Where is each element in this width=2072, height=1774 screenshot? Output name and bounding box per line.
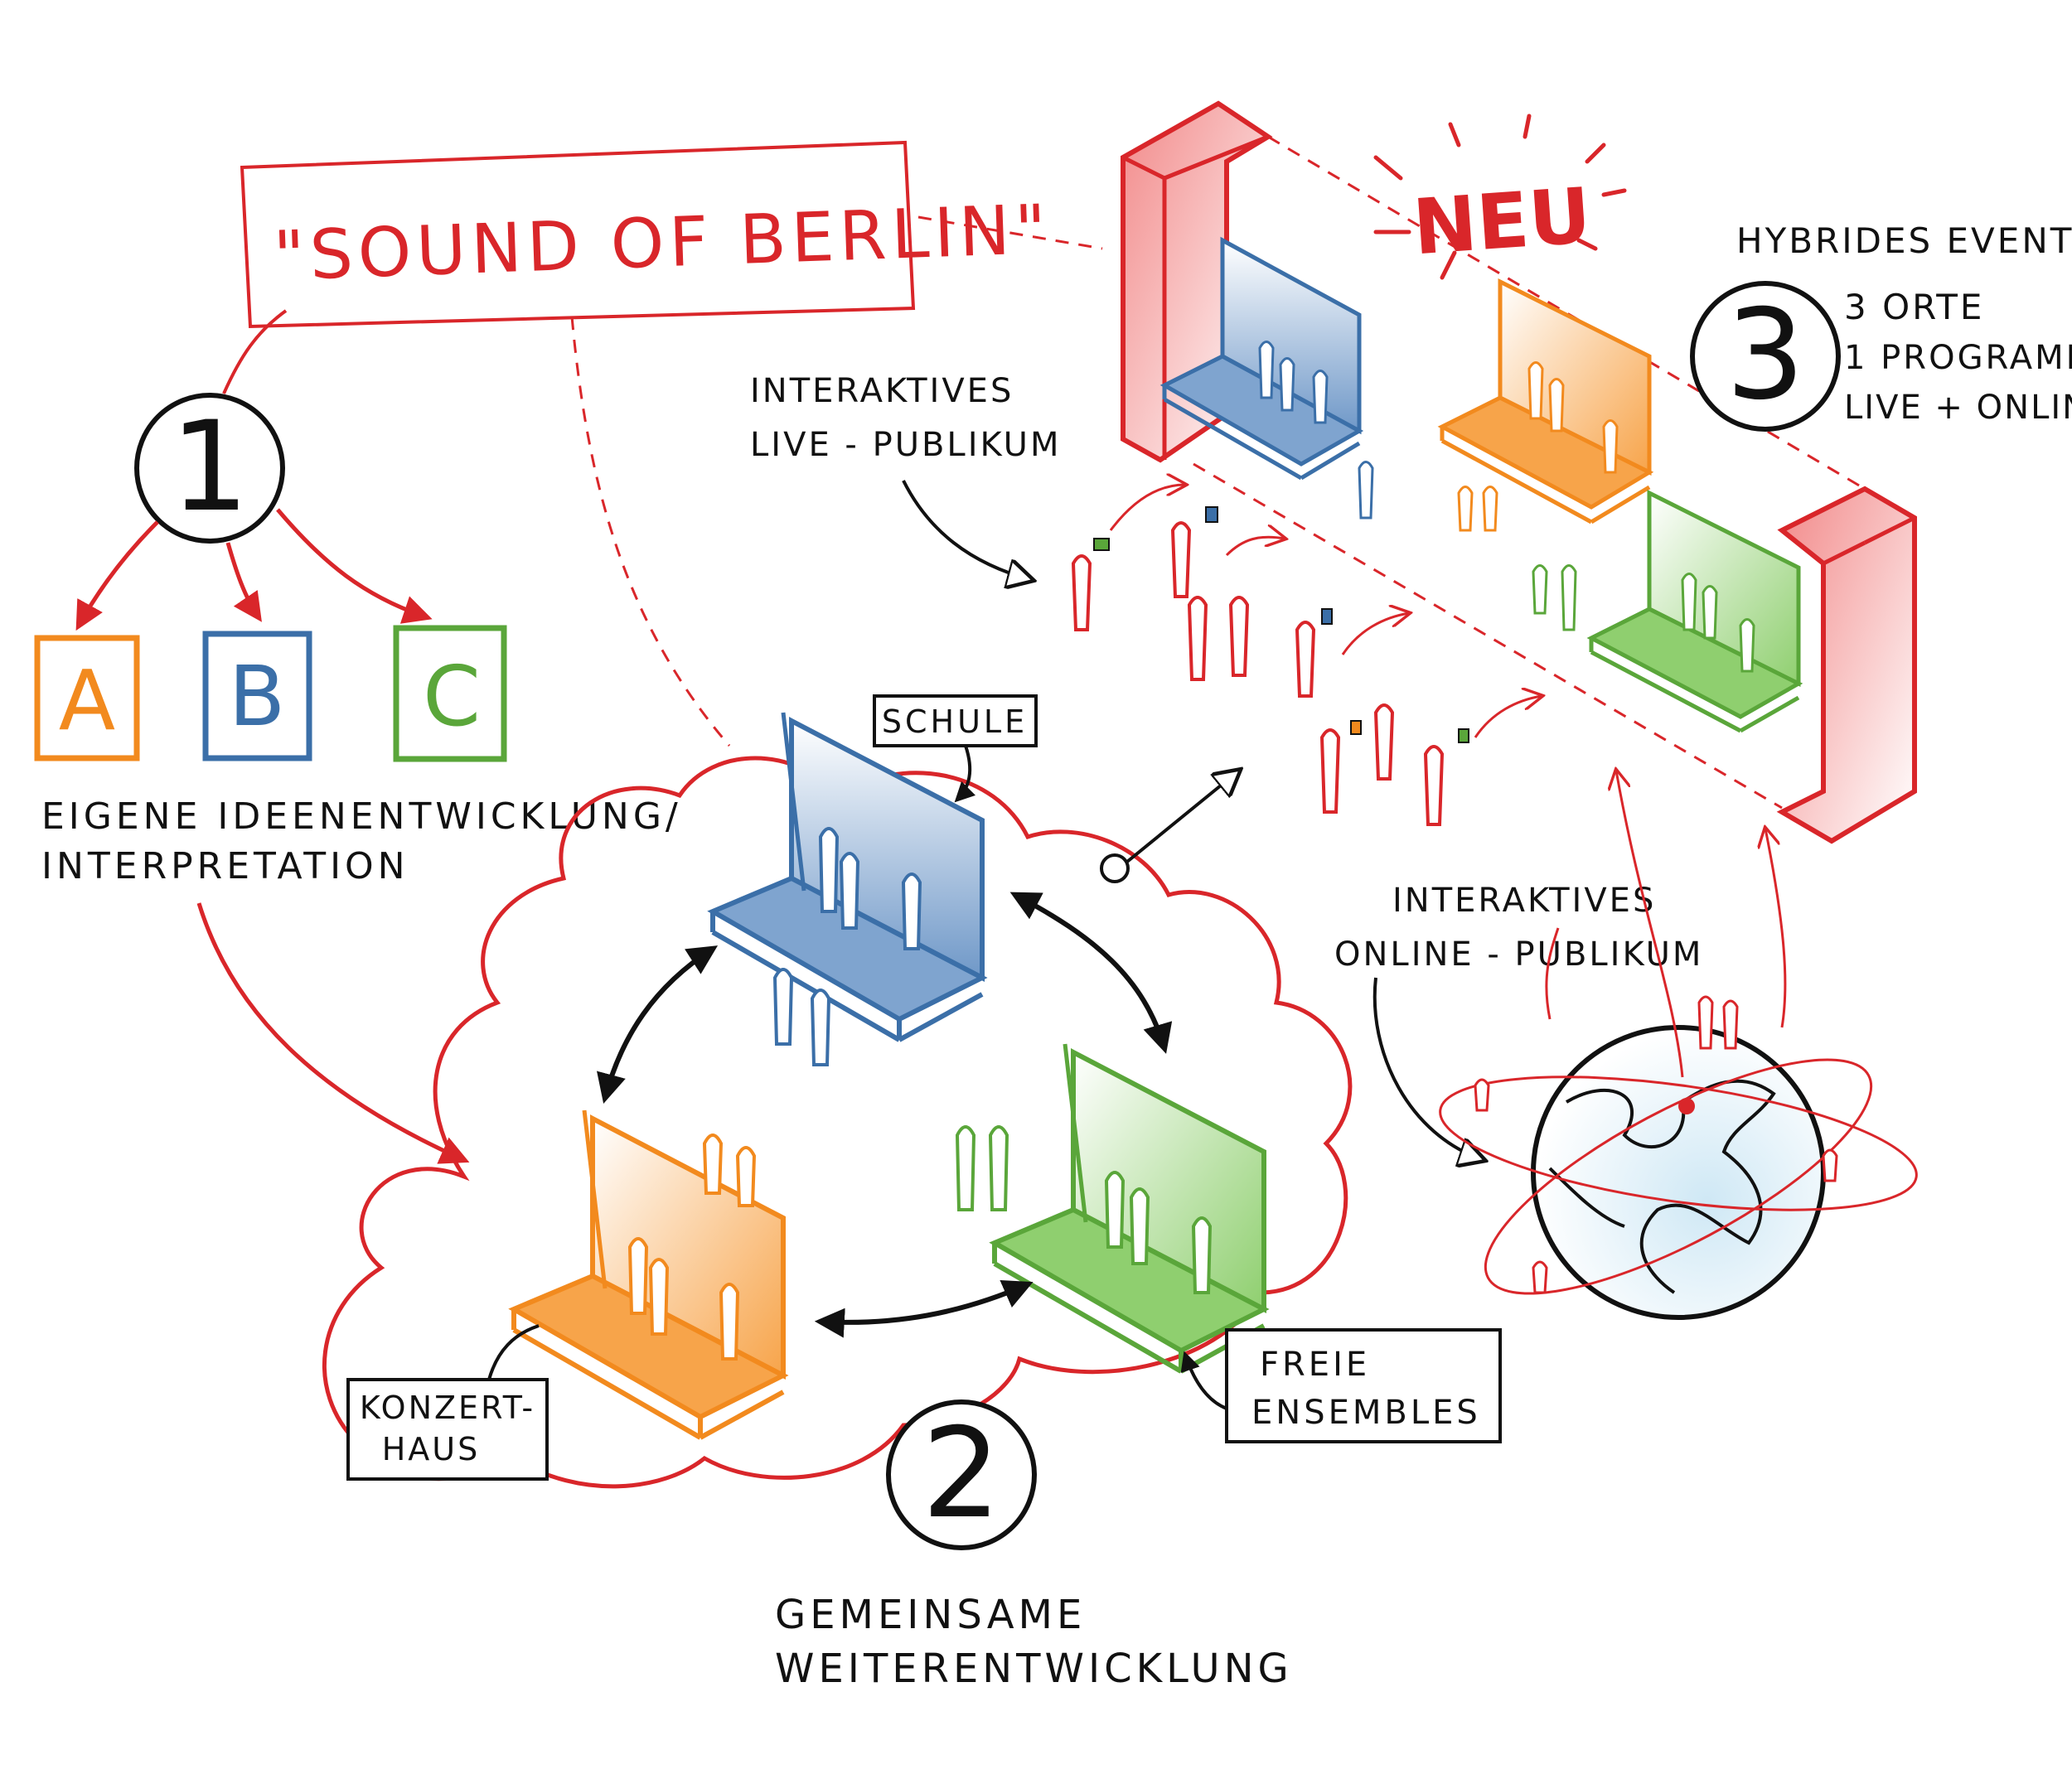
step2-caption-line1: GEMEINSAME — [775, 1592, 1086, 1638]
double-arrow-schule-freie — [1009, 892, 1173, 1054]
stage-freie-ensembles — [955, 1043, 1270, 1374]
pointer-schule — [954, 745, 976, 803]
double-arrow-konzerthaus-freie — [814, 1280, 1034, 1338]
svg-text:C: C — [423, 648, 481, 745]
live-audience-line1: INTERAKTIVES — [750, 372, 1014, 410]
svg-text:1: 1 — [170, 395, 249, 539]
globe-icon — [1439, 1025, 1918, 1320]
letter-box-c: C — [393, 625, 507, 762]
red-wall-right — [1776, 486, 1917, 844]
svg-text:3: 3 — [1726, 283, 1804, 428]
event-floor-dashed-2 — [1193, 462, 1783, 810]
svg-text:A: A — [59, 652, 115, 749]
step-2-badge: 2 — [886, 1399, 1037, 1550]
live-audience-line2: LIVE - PUBLIKUM — [750, 426, 1061, 464]
label-konzerthaus-box: KONZERT- HAUS — [346, 1378, 549, 1481]
arrow-to-c — [276, 508, 433, 624]
step3-line-1: 3 ORTE — [1844, 287, 1984, 327]
stage-konzerthaus — [508, 1109, 789, 1440]
live-audience-arrows — [1109, 485, 1542, 738]
pointer-konzerthaus — [487, 1324, 540, 1380]
online-audience-line2: ONLINE - PUBLIKUM — [1334, 935, 1703, 974]
title-to-cloud-dashed — [570, 316, 731, 747]
event-stage-orange — [1437, 278, 1654, 532]
title-box: "SOUND OF BERLIN" — [240, 140, 1053, 329]
online-audience-arrows — [1545, 771, 1787, 1078]
svg-text:B: B — [229, 648, 286, 745]
svg-text:SCHULE: SCHULE — [882, 703, 1028, 740]
balloon-to-event — [1100, 771, 1239, 883]
event-stage-green — [1532, 489, 1803, 733]
svg-text:ENSEMBLES: ENSEMBLES — [1251, 1394, 1481, 1432]
label-freie-box: FREIE ENSEMBLES — [1225, 1328, 1502, 1443]
letter-box-b: B — [202, 631, 312, 761]
arrow-step1-to-cloud — [196, 902, 470, 1164]
step1-caption-line1: EIGENE IDEENENTWICKLUNG/ — [41, 795, 682, 838]
title-to-step1-line — [222, 309, 288, 394]
arrow-to-b — [225, 542, 262, 622]
step3-line-3: LIVE + ONLINE — [1844, 389, 2072, 427]
svg-text:2: 2 — [922, 1402, 1000, 1546]
arrow-to-a — [75, 520, 159, 631]
svg-text:FREIE: FREIE — [1260, 1346, 1370, 1384]
svg-text:HAUS: HAUS — [382, 1431, 481, 1467]
step-3-badge: 3 — [1690, 281, 1841, 432]
step2-caption-line2: WEITERENTWICKLUNG — [775, 1646, 1293, 1692]
title-text: "SOUND OF BERLIN" — [272, 191, 1052, 297]
live-audience-figures — [1071, 521, 1445, 826]
online-audience-line1: INTERAKTIVES — [1392, 882, 1656, 920]
neu-burst — [1373, 114, 1627, 280]
step1-caption-line2: INTERPRETATION — [41, 845, 409, 887]
svg-text:KONZERT-: KONZERT- — [360, 1390, 535, 1426]
letter-box-a: A — [34, 635, 140, 761]
live-audience-phones — [1093, 506, 1469, 743]
step-1-badge: 1 — [134, 393, 285, 544]
label-schule-box: SCHULE — [873, 694, 1038, 747]
stage-schule — [707, 712, 988, 1066]
pointer-live-audience — [902, 480, 1032, 580]
neu-label: NEU — [1410, 172, 1593, 273]
event-stage-blue — [1159, 236, 1374, 520]
step3-heading: HYBRIDES EVENT: — [1736, 220, 2072, 261]
pointer-online-audience — [1372, 977, 1484, 1160]
online-audience-figures — [1474, 995, 1838, 1294]
double-arrow-schule-konzerthaus — [597, 945, 719, 1104]
pointer-freie — [1180, 1351, 1227, 1410]
title-link-dashed — [917, 215, 1103, 250]
step3-line-2: 1 PROGRAMM — [1844, 339, 2072, 377]
